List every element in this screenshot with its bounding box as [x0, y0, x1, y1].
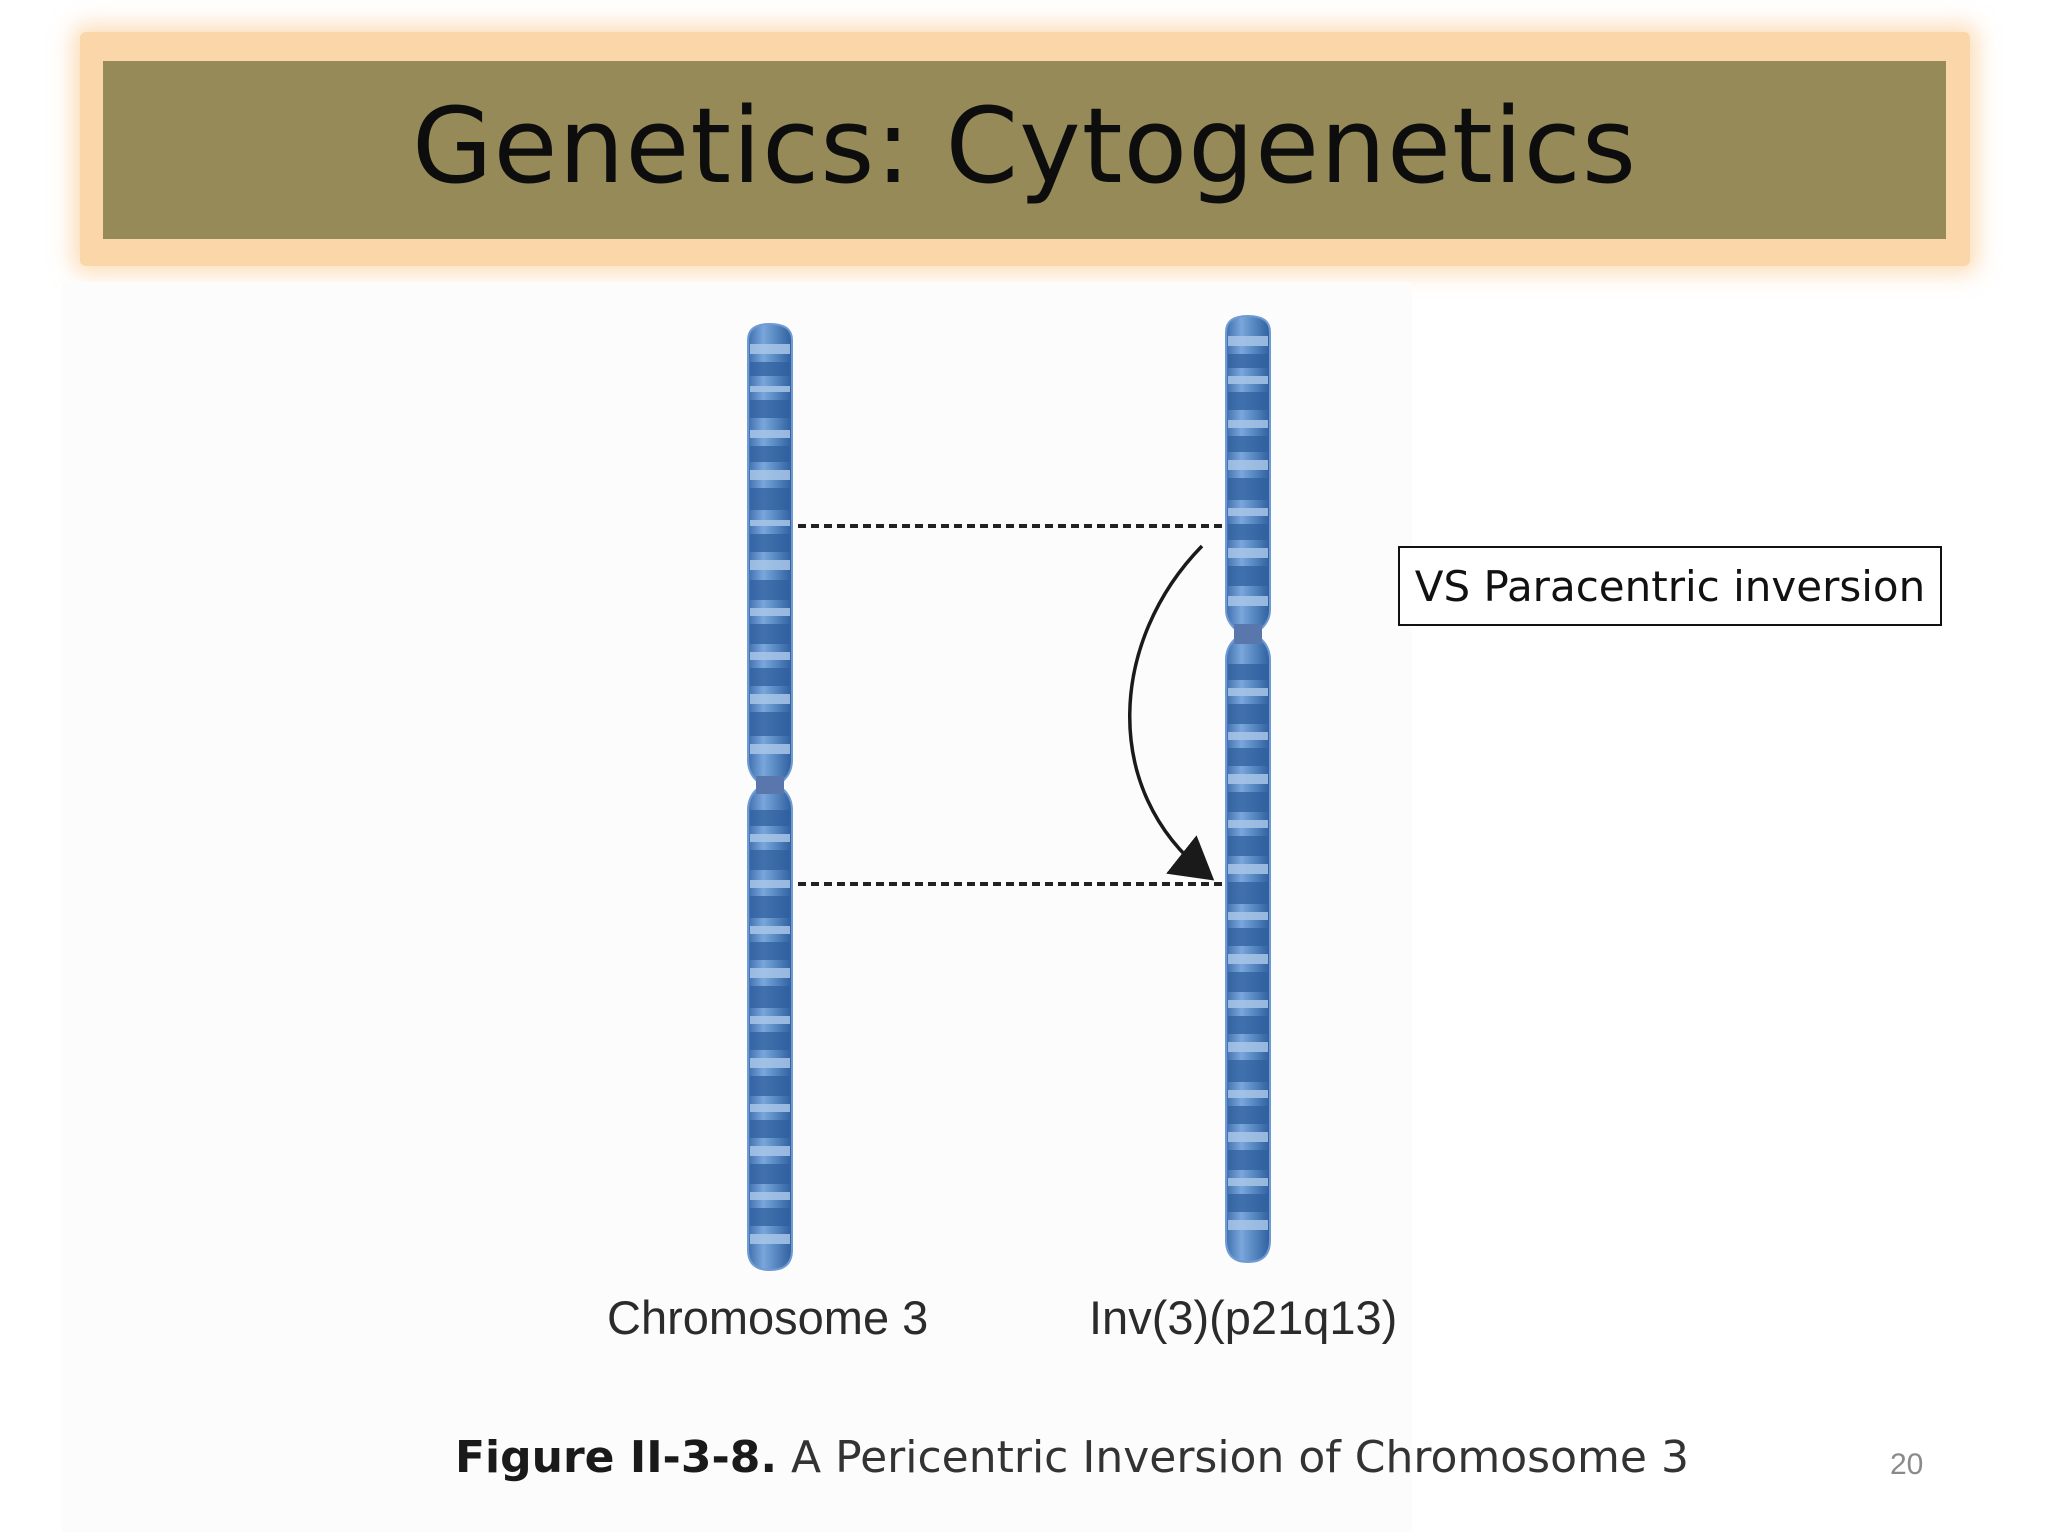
inverted-chromosome-band — [1228, 1132, 1268, 1142]
inverted-chromosome-band — [1228, 664, 1268, 680]
inverted-chromosome-band — [1228, 688, 1268, 696]
inverted-chromosome-band — [1228, 1090, 1268, 1098]
chromosome-3-band — [750, 668, 790, 686]
inverted-chromosome-band — [1228, 1016, 1268, 1034]
inverted-chromosome-band — [1228, 420, 1268, 428]
chromosome-3-centromere — [756, 776, 784, 794]
inverted-chromosome-band — [1228, 1178, 1268, 1186]
chromosome-3-label: Chromosome 3 — [607, 1291, 929, 1344]
inverted-chromosome-band — [1228, 1000, 1268, 1008]
inverted-chromosome-band — [1228, 524, 1268, 540]
inverted-chromosome-band — [1228, 460, 1268, 470]
chromosome-3-band — [750, 560, 790, 570]
chromosome-3-band — [750, 446, 790, 462]
figure-caption: Figure II-3-8. A Pericentric Inversion o… — [455, 1432, 1689, 1483]
chromosome-3-band — [750, 652, 790, 660]
inversion-arrow — [1128, 544, 1215, 881]
chromosome-3-band — [750, 520, 790, 526]
chromosome-3-inverted — [1225, 314, 1271, 1264]
chromosome-3-band — [750, 1104, 790, 1112]
inverted-chromosome-band — [1228, 1194, 1268, 1212]
chromosome-3-band — [750, 1208, 790, 1226]
inverted-chromosome-band — [1228, 436, 1268, 452]
inverted-chromosome-band — [1228, 836, 1268, 856]
chromosome-3-band — [750, 1032, 790, 1050]
chromosome-3-band — [750, 744, 790, 754]
chromosome-3-band — [750, 968, 790, 978]
inverted-chromosome-band — [1228, 376, 1268, 384]
chromosome-3-band — [750, 362, 790, 376]
chromosome-3-band — [750, 608, 790, 616]
inverted-chromosome-band — [1228, 820, 1268, 828]
inverted-chromosome-band — [1228, 912, 1268, 920]
chromosome-3-band — [750, 488, 790, 510]
inverted-chromosome-band — [1228, 792, 1268, 812]
chromosome-3-band — [750, 1120, 790, 1138]
chromosome-3-band — [750, 986, 790, 1008]
inverted-chromosome-band — [1228, 392, 1268, 410]
paracentric-callout-text: VS Paracentric inversion — [1414, 561, 1926, 611]
chromosome-3-band — [750, 1146, 790, 1156]
chromosome-3-band — [750, 344, 790, 354]
inverted-chromosome-band — [1228, 478, 1268, 500]
figure-panel — [62, 282, 1412, 1532]
chromosome-3-band — [750, 926, 790, 934]
chromosome-3-band — [750, 400, 790, 418]
inverted-chromosome-band — [1228, 596, 1268, 606]
inverted-chromosome-band — [1228, 748, 1268, 766]
chromosome-3-band — [750, 694, 790, 704]
inverted-chromosome-band — [1228, 864, 1268, 874]
chromosome-3-band — [750, 880, 790, 888]
inverted-chromosome-band — [1228, 704, 1268, 724]
chromosome-3-band — [750, 580, 790, 600]
inverted-chromosome-label: Inv(3)(p21q13) — [1089, 1291, 1398, 1344]
inverted-chromosome-centromere — [1234, 624, 1262, 644]
figure-caption-number: Figure II-3-8. — [455, 1432, 778, 1483]
chromosome-3-band — [750, 386, 790, 392]
inverted-chromosome-band — [1228, 928, 1268, 946]
inverted-chromosome-band — [1228, 732, 1268, 740]
inverted-chromosome-band — [1228, 882, 1268, 904]
chromosome-3-band — [750, 534, 790, 552]
chromosome-3-band — [750, 1076, 790, 1096]
chromosome-3-band — [750, 1234, 790, 1244]
chromosome-3-band — [750, 430, 790, 438]
paracentric-callout-box: VS Paracentric inversion — [1398, 546, 1942, 626]
chromosome-3-band — [750, 896, 790, 918]
chromosome-3-normal — [747, 322, 793, 1272]
inverted-chromosome-band — [1228, 508, 1268, 516]
inverted-chromosome-band — [1228, 354, 1268, 368]
inverted-chromosome-band — [1228, 1060, 1268, 1082]
chromosome-3-band — [750, 1164, 790, 1184]
inverted-chromosome-band — [1228, 1106, 1268, 1124]
inverted-chromosome-bands — [1228, 336, 1268, 1230]
slide-title: Genetics: Cytogenetics — [411, 85, 1638, 207]
inverted-chromosome-band — [1228, 1042, 1268, 1052]
chromosome-3-band — [750, 942, 790, 960]
inverted-chromosome-band — [1228, 336, 1268, 346]
chromosome-3-band — [750, 624, 790, 644]
inverted-chromosome-band — [1228, 1220, 1268, 1230]
chromosome-3-band — [750, 470, 790, 480]
inverted-chromosome-band — [1228, 774, 1268, 784]
chromosome-3-band — [750, 850, 790, 870]
inverted-chromosome-band — [1228, 1150, 1268, 1170]
inverted-chromosome-band — [1228, 548, 1268, 558]
chromosome-3-band — [750, 810, 790, 826]
inverted-chromosome-band — [1228, 566, 1268, 586]
figure-caption-text: A Pericentric Inversion of Chromosome 3 — [777, 1432, 1689, 1483]
chromosome-3-band — [750, 1058, 790, 1068]
chromosome-3-band — [750, 1192, 790, 1200]
inverted-chromosome-band — [1228, 954, 1268, 964]
title-bar: Genetics: Cytogenetics — [103, 61, 1946, 239]
inverted-chromosome-band — [1228, 972, 1268, 992]
chromosome-3-band — [750, 834, 790, 842]
chromosome-3-band — [750, 712, 790, 736]
page-number: 20 — [1890, 1448, 1924, 1481]
chromosome-3-band — [750, 1016, 790, 1024]
chromosome-3-bands — [750, 344, 790, 1244]
